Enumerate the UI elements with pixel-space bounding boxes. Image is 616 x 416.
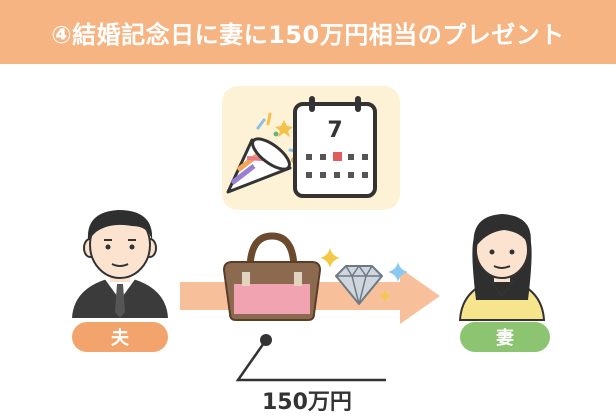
gift-amount: 150万円 — [262, 390, 352, 415]
handbag-icon — [222, 232, 322, 321]
wife-avatar — [458, 214, 546, 321]
header-title: ④結婚記念日に妻に150万円相当のプレゼント — [51, 20, 565, 49]
header-banner: ④結婚記念日に妻に150万円相当のプレゼント — [0, 0, 616, 64]
calendar-day: 7 — [327, 118, 342, 143]
husband-avatar — [72, 210, 168, 318]
diamond-icon — [335, 265, 383, 305]
wife-label-text: 妻 — [496, 328, 514, 349]
sparkle-icon — [320, 248, 408, 302]
husband-label: 夫 — [72, 322, 168, 352]
calendar-icon: 7 — [293, 96, 377, 198]
wife-label: 妻 — [460, 322, 550, 352]
husband-label-text: 夫 — [111, 328, 129, 349]
party-popper-icon — [226, 112, 308, 194]
amount-pointer — [235, 334, 386, 382]
